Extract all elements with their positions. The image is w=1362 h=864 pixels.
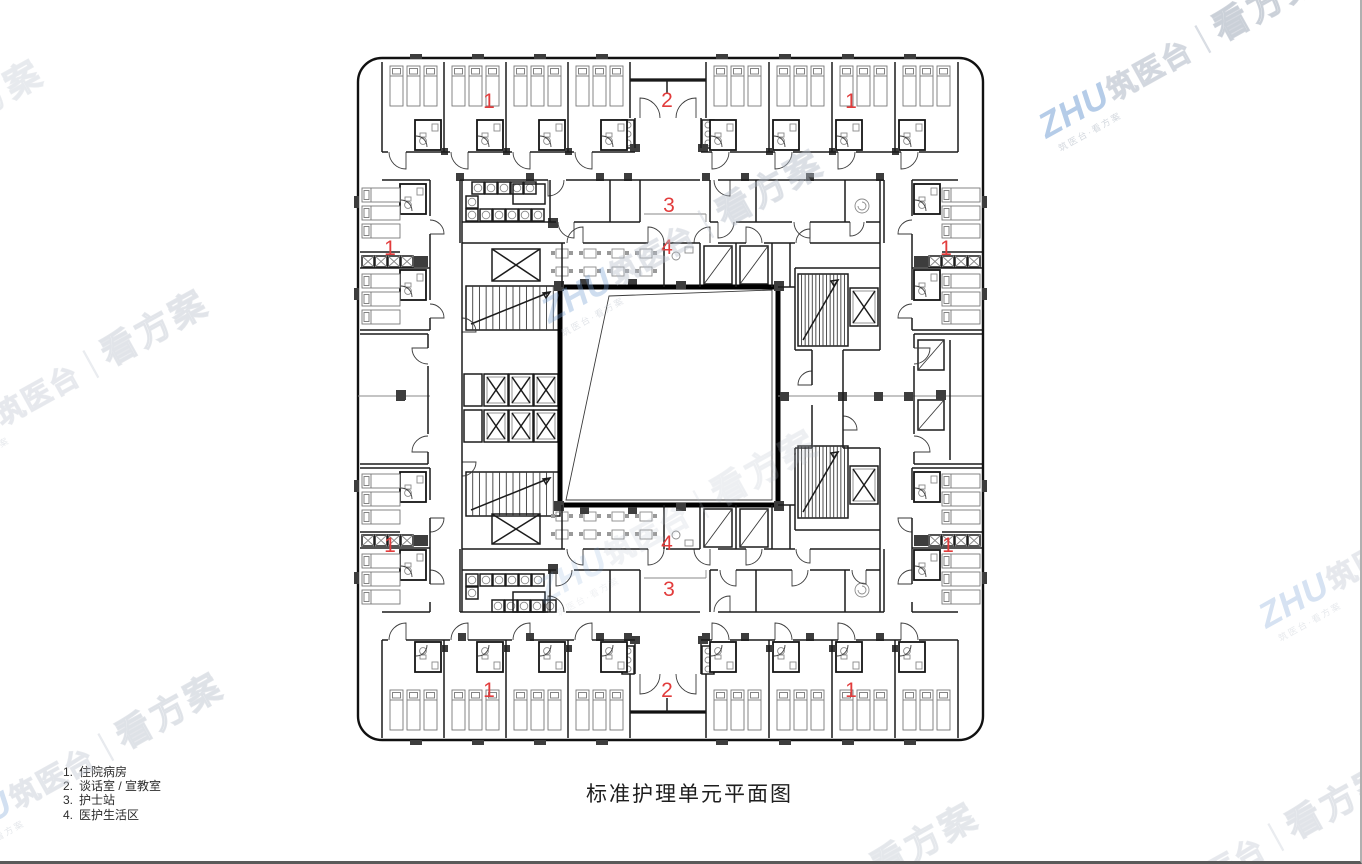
room-number-label: 1 [942, 534, 954, 557]
plan-walls [354, 54, 987, 745]
legend-label: 医护生活区 [79, 807, 140, 822]
room-number-label: 1 [483, 679, 495, 702]
room-number-label: 1 [384, 237, 396, 260]
legend-index: 4. [63, 807, 74, 822]
room-number-label: 2 [661, 679, 673, 702]
plan-room-number-labels: 1 2 1 3 4 1 1 4 1 1 3 1 2 1 [384, 89, 954, 702]
legend-item: 4. 医护生活区 [63, 808, 161, 822]
room-number-label: 1 [845, 679, 857, 702]
legend: 1. 住院病房 2. 谈话室 / 宣教室 3. 护士站 4. 医护生活区 [63, 765, 161, 822]
room-number-label: 1 [940, 237, 952, 260]
legend-index: 2. [63, 779, 74, 794]
room-number-label: 4 [661, 532, 673, 555]
legend-item: 2. 谈话室 / 宣教室 [63, 779, 161, 793]
legend-item: 3. 护士站 [63, 793, 161, 807]
room-number-label: 1 [483, 90, 495, 113]
drawing-title: 标准护理单元平面图 [586, 783, 793, 806]
legend-label: 谈话室 / 宣教室 [79, 779, 162, 794]
room-number-label: 1 [384, 534, 396, 557]
legend-item: 1. 住院病房 [63, 765, 161, 779]
legend-label: 住院病房 [79, 765, 128, 779]
legend-index: 3. [63, 793, 74, 808]
room-number-label: 1 [845, 90, 857, 113]
room-number-label: 3 [663, 578, 675, 601]
room-number-label: 3 [663, 194, 675, 217]
legend-label: 护士站 [79, 793, 116, 808]
room-number-label: 4 [661, 236, 673, 259]
legend-index: 1. [63, 765, 74, 779]
room-number-label: 2 [661, 89, 673, 112]
